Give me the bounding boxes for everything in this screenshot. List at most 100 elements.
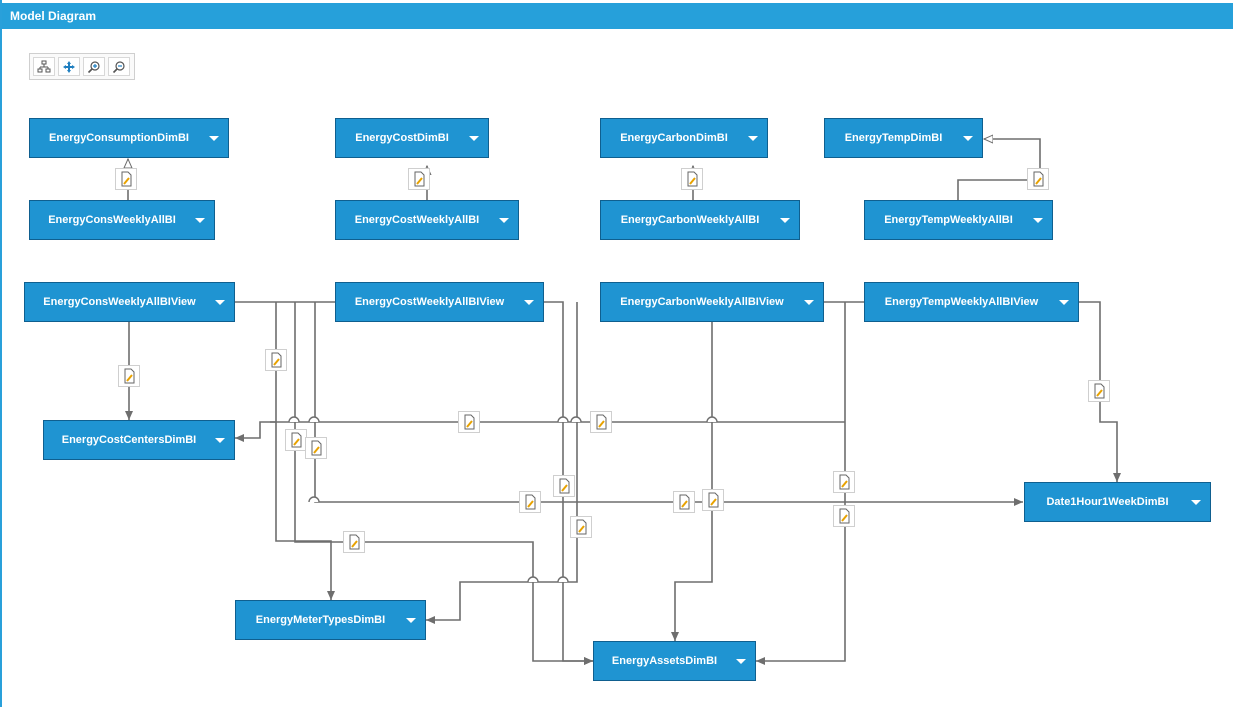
chevron-down-icon[interactable]	[1050, 282, 1078, 322]
relationship-icon[interactable]	[833, 471, 855, 493]
relationship-icon[interactable]	[833, 505, 855, 527]
relationship-icon	[121, 171, 132, 187]
table-name: EnergyCarbonWeeklyAllBIView	[620, 296, 784, 308]
panel-title: Model Diagram	[2, 3, 1233, 29]
line-jump	[308, 496, 320, 503]
move-button[interactable]	[58, 57, 80, 76]
diagram-toolbar	[29, 53, 135, 80]
relationship-icon	[414, 171, 425, 187]
chevron-down-icon[interactable]	[397, 600, 425, 640]
chevron-down-icon[interactable]	[460, 118, 488, 158]
relationship-icon	[124, 368, 135, 384]
relationship-icon	[576, 519, 587, 535]
relationship-icon	[559, 478, 570, 494]
table-node[interactable]: EnergyCostWeeklyAllBI	[335, 200, 519, 240]
relationship-icon[interactable]	[343, 531, 365, 553]
relationship-icon	[291, 432, 302, 448]
table-node[interactable]: EnergyAssetsDimBI	[593, 641, 756, 681]
table-node[interactable]: EnergyConsWeeklyAllBIView	[24, 282, 235, 322]
table-node[interactable]: EnergyTempWeeklyAllBI	[864, 200, 1053, 240]
zoom-in-button[interactable]	[83, 57, 105, 76]
chevron-down-icon[interactable]	[727, 641, 755, 681]
table-node[interactable]: EnergyCarbonWeeklyAllBI	[600, 200, 800, 240]
chevron-down-icon[interactable]	[206, 420, 234, 460]
table-name: EnergyTempWeeklyAllBIView	[884, 296, 1039, 308]
relationship-icon	[679, 494, 690, 510]
move-icon	[63, 60, 75, 73]
table-node[interactable]: Date1Hour1WeekDimBI	[1024, 482, 1211, 522]
connector	[294, 302, 593, 665]
relationship-icon	[311, 440, 322, 456]
chevron-down-icon[interactable]	[200, 118, 228, 158]
relationship-icon	[1033, 171, 1044, 187]
relationship-icon[interactable]	[115, 168, 137, 190]
relationship-icon[interactable]	[1027, 168, 1049, 190]
relationship-icon[interactable]	[265, 349, 287, 371]
connector	[756, 302, 846, 665]
table-name: EnergyMeterTypesDimBI	[255, 614, 386, 626]
relationship-icon	[271, 352, 282, 368]
relationship-icon	[687, 171, 698, 187]
table-node[interactable]: EnergyTempWeeklyAllBIView	[864, 282, 1079, 322]
table-name: EnergyCostWeeklyAllBI	[354, 214, 480, 226]
line-jump	[288, 416, 300, 423]
table-node[interactable]: EnergyTempDimBI	[824, 118, 983, 158]
relationship-icon[interactable]	[673, 491, 695, 513]
relationship-icon[interactable]	[305, 437, 327, 459]
connector	[314, 302, 1023, 506]
relationship-icon[interactable]	[458, 411, 480, 433]
relationship-icon[interactable]	[702, 489, 724, 511]
relationship-icon	[596, 414, 607, 430]
table-node[interactable]: EnergyConsumptionDimBI	[29, 118, 229, 158]
table-node[interactable]: EnergyConsWeeklyAllBI	[29, 200, 215, 240]
chevron-down-icon[interactable]	[515, 282, 543, 322]
chevron-down-icon[interactable]	[186, 200, 214, 240]
relationship-icon[interactable]	[570, 516, 592, 538]
relationship-icon[interactable]	[590, 411, 612, 433]
zoom-out-icon	[112, 60, 125, 73]
chevron-down-icon[interactable]	[771, 200, 799, 240]
chevron-down-icon[interactable]	[206, 282, 234, 322]
hierarchy-layout-button[interactable]	[33, 57, 55, 76]
table-node[interactable]: EnergyCostCentersDimBI	[43, 420, 235, 460]
line-jump	[527, 576, 539, 583]
line-jump	[557, 576, 569, 583]
relationship-icon[interactable]	[553, 475, 575, 497]
chevron-down-icon[interactable]	[739, 118, 767, 158]
zoom-out-button[interactable]	[108, 57, 130, 76]
hierarchy-layout-icon	[37, 60, 51, 72]
table-name: EnergyCarbonDimBI	[620, 132, 728, 144]
chevron-down-icon[interactable]	[490, 200, 518, 240]
table-node[interactable]: EnergyCarbonWeeklyAllBIView	[600, 282, 824, 322]
relationship-icon	[839, 508, 850, 524]
table-name: EnergyTempDimBI	[844, 132, 943, 144]
chevron-down-icon[interactable]	[954, 118, 982, 158]
chevron-down-icon[interactable]	[795, 282, 823, 322]
chevron-down-icon[interactable]	[1182, 482, 1210, 522]
table-name: EnergyCarbonWeeklyAllBI	[620, 214, 760, 226]
table-name: EnergyTempWeeklyAllBI	[884, 214, 1013, 226]
relationship-icon[interactable]	[681, 168, 703, 190]
line-jump	[570, 416, 582, 423]
relationship-icon[interactable]	[519, 491, 541, 513]
connector	[426, 302, 578, 624]
table-name: EnergyConsWeeklyAllBIView	[43, 296, 196, 308]
relationship-icon	[1094, 383, 1105, 399]
chevron-down-icon[interactable]	[1024, 200, 1052, 240]
relationship-icon[interactable]	[285, 429, 307, 451]
line-jump	[706, 416, 718, 423]
relationship-icon	[349, 534, 360, 550]
connector	[1079, 301, 1121, 482]
relationship-icon	[464, 414, 475, 430]
table-node[interactable]: EnergyMeterTypesDimBI	[235, 600, 426, 640]
relationship-icon[interactable]	[1088, 380, 1110, 402]
relationship-icon	[708, 492, 719, 508]
table-node[interactable]: EnergyCostDimBI	[335, 118, 489, 158]
table-node[interactable]: EnergyCostWeeklyAllBIView	[335, 282, 544, 322]
table-node[interactable]: EnergyCarbonDimBI	[600, 118, 768, 158]
table-name: Date1Hour1WeekDimBI	[1046, 496, 1169, 508]
relationship-icon[interactable]	[408, 168, 430, 190]
relationship-icon[interactable]	[118, 365, 140, 387]
